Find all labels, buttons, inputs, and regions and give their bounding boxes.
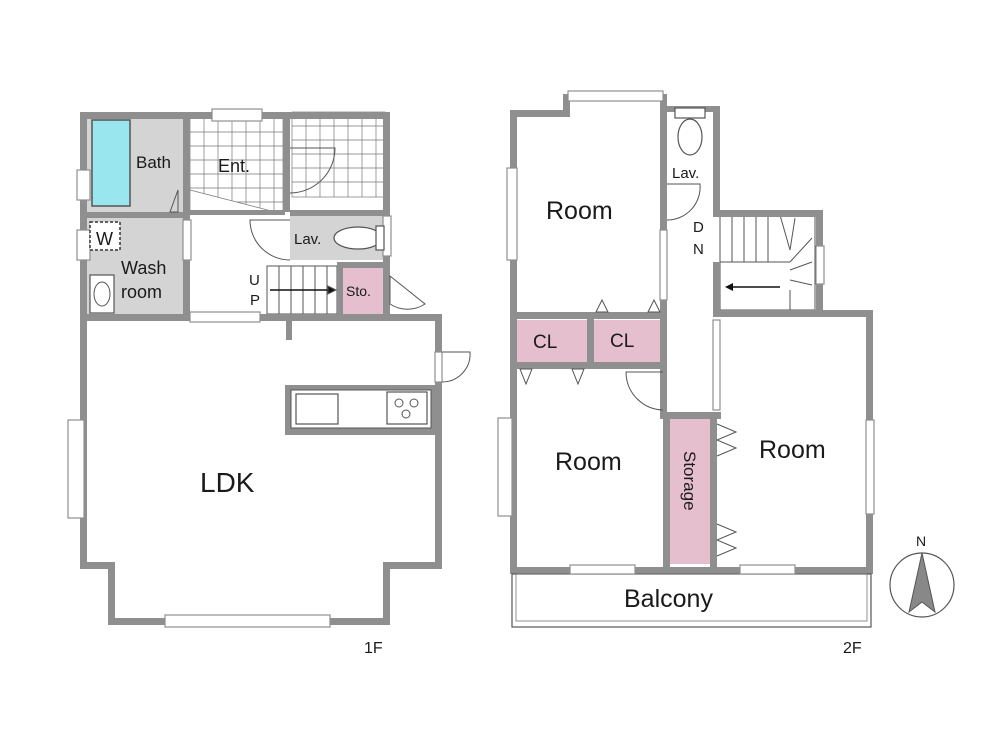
stairs-down-letter-1: D [693, 219, 704, 236]
stairs-down-letter-2: N [693, 241, 704, 258]
floor-1: Bath Ent. Lav. W Wash room Sto. U P LDK … [67, 108, 471, 657]
ldk-label: LDK [200, 467, 255, 498]
washer-box [89, 221, 121, 251]
balcony [511, 573, 872, 628]
washer-label: W [96, 229, 113, 249]
closet-left-floor [517, 320, 587, 362]
wash-room-label-line1: Wash [121, 258, 166, 278]
floor-2: Room Lav. D N CL CL Room Room Storage Ba… [497, 90, 875, 657]
compass-north-label: N [916, 533, 926, 549]
floor-2-label: 2F [843, 640, 862, 657]
stairs-2f [719, 214, 816, 311]
floor-1-label: 1F [364, 640, 383, 657]
room-north-label: Room [546, 197, 613, 225]
compass: N [889, 533, 955, 618]
sink-basin-icon [89, 274, 115, 314]
balcony-label: Balcony [624, 585, 713, 613]
stairs-up-letter-2: P [250, 292, 260, 309]
wash-room-label-line2: room [121, 282, 162, 302]
storage-label: Sto. [346, 283, 371, 299]
bathtub [91, 119, 131, 207]
entrance-label: Ent. [218, 156, 250, 176]
compass-north-arrow-icon [908, 552, 936, 614]
stove-icon [386, 391, 428, 425]
toilet-icon-2f [674, 107, 706, 156]
lavatory-label-2f: Lav. [672, 165, 699, 182]
kitchen [290, 389, 432, 429]
bath-label: Bath [136, 153, 171, 172]
windows-1f [67, 108, 443, 628]
doors-2f [519, 183, 738, 557]
room-southwest-label: Room [555, 448, 622, 476]
room-east-label: Room [759, 436, 826, 464]
closet-right-label: CL [610, 331, 634, 352]
closet-left-label: CL [533, 332, 557, 353]
storage-floor [343, 266, 383, 314]
closet-right-floor [594, 320, 662, 362]
lavatory-label: Lav. [294, 231, 321, 248]
storage-label-2f: Storage [680, 451, 699, 511]
stairs-up-letter-1: U [249, 272, 260, 289]
storage-floor-2f [670, 418, 710, 564]
sink-icon [295, 393, 339, 425]
doors-1f [169, 147, 471, 383]
toilet-icon [333, 225, 385, 251]
stairs-1f [266, 265, 338, 315]
windows-2f [497, 90, 875, 575]
entrance-tiles [189, 111, 386, 215]
